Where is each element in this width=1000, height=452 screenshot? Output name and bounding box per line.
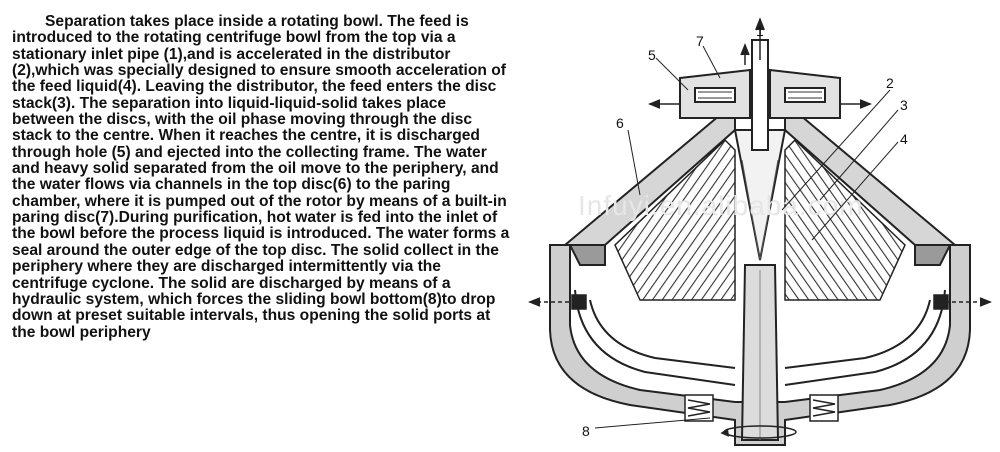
disc-stack: [614, 138, 906, 301]
callout-3: 3: [900, 97, 908, 113]
callout-5: 5: [648, 47, 656, 63]
inlet-pipe: [751, 17, 769, 151]
callout-2: 2: [886, 75, 894, 91]
side-outlets: [527, 294, 993, 310]
rotation-arrow: [720, 425, 797, 439]
bowl-cone: [562, 114, 958, 246]
hydraulic-springs: [684, 394, 839, 422]
central-shaft: [740, 264, 780, 441]
description-text: Separation takes place inside a rotating…: [12, 13, 510, 341]
outlet-arrows: [647, 42, 873, 109]
centrifuge-cross-section: Infuyi.en.alibaba.com 1 2 3 4 5 6 7 8: [527, 17, 993, 446]
callout-7: 7: [696, 33, 704, 49]
callout-4: 4: [900, 131, 908, 147]
callout-1: 1: [756, 23, 764, 39]
callout-8: 8: [582, 423, 590, 439]
description-panel: Separation takes place inside a rotating…: [12, 13, 510, 341]
watermark: Infuyi.en.alibaba.com: [578, 190, 864, 221]
callout-6: 6: [616, 115, 624, 131]
centrifuge-diagram: Infuyi.en.alibaba.com 1 2 3 4 5 6 7 8: [520, 0, 1000, 452]
leader-lines: [594, 45, 899, 429]
bowl-body: [549, 244, 971, 446]
